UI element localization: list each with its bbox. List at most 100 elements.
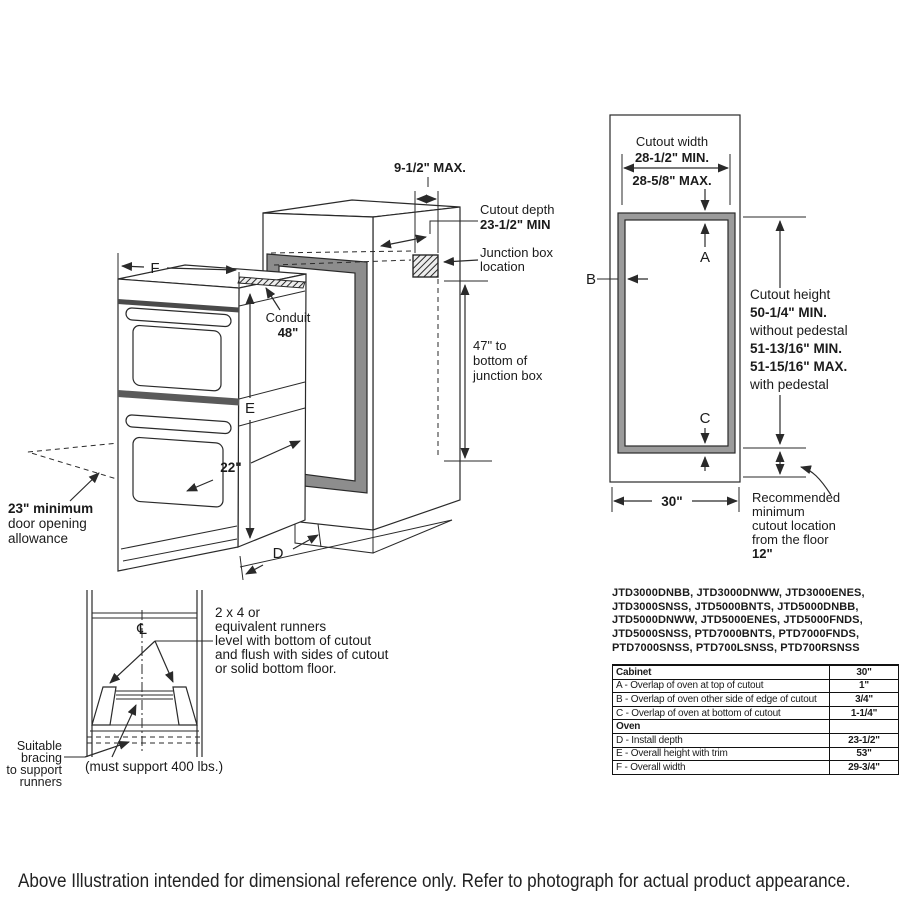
label-door-1: 23" minimum — [8, 501, 93, 516]
label-runner-2: equivalent runners — [215, 619, 326, 634]
label-floor-1: Recommended — [752, 490, 840, 505]
dim-cutout-width: Cutout width 28-1/2" MIN. 28-5/8" MAX. — [621, 134, 731, 205]
label-47-1: 47" to — [473, 338, 507, 353]
label-support-note: (must support 400 lbs.) — [85, 759, 223, 774]
label-width-max: 28-5/8" MAX. — [632, 173, 711, 188]
label-bracing-2: bracing — [21, 751, 62, 765]
upper-oven-window — [132, 324, 222, 392]
dim-floor-12: Recommended minimum cutout location from… — [743, 451, 840, 561]
label-runner-4: and flush with sides of cutout — [215, 647, 389, 662]
label-F: F — [150, 260, 159, 277]
label-cutout-width: Cutout width — [636, 134, 708, 149]
label-floor-4: from the floor — [752, 532, 829, 547]
label-width-min: 28-1/2" MIN. — [635, 150, 709, 165]
label-height-6: with pedestal — [749, 377, 829, 392]
label-30: 30" — [661, 494, 682, 509]
spec-value: 23-1/2" — [829, 732, 899, 748]
label-height-4: 51-13/16" MIN. — [750, 341, 842, 356]
cutout-opening — [624, 219, 729, 447]
spec-label: Cabinet — [612, 664, 830, 680]
label-cutout-depth-2: 23-1/2" MIN — [480, 217, 550, 232]
label-door-2: door opening — [8, 516, 87, 531]
upper-oven-handle — [125, 307, 232, 328]
label-height-5: 51-15/16" MAX. — [750, 359, 847, 374]
runner-support-detail: ℄ 2 x 4 or equivalent runners level with… — [6, 590, 389, 789]
left-runner — [91, 686, 117, 726]
dim-30: 30" — [611, 487, 740, 512]
label-floor-3: cutout location — [752, 518, 836, 533]
reference-caption: Above Illustration intended for dimensio… — [18, 871, 851, 892]
label-C: C — [700, 410, 711, 427]
dim-cutout-height: Cutout height 50-1/4" MIN. without pedes… — [743, 216, 848, 449]
label-47-2: bottom of — [473, 353, 528, 368]
callout-junction-box: Junction box location — [443, 245, 553, 274]
table-row: Oven — [612, 719, 899, 734]
callout-cutout-depth: Cutout depth 23-1/2" MIN — [380, 202, 554, 249]
cabinet-bottom-section: ℄ — [86, 590, 203, 757]
label-9-half-max: 9-1/2" MAX. — [394, 160, 466, 175]
dim-A: A — [700, 189, 710, 266]
spec-value: 53" — [829, 746, 899, 762]
label-conduit-2: 48" — [278, 325, 299, 340]
label-bracing-4: runners — [20, 775, 62, 789]
spec-label: E - Overall height with trim — [612, 746, 830, 762]
installation-diagram: F E D 22" 9-1/2" MAX. Cutou — [6, 114, 848, 789]
model-line: JTD5000DNWW, JTD5000ENES, JTD5000FNDS, — [612, 614, 863, 627]
dim-F: F — [117, 253, 240, 299]
spec-value — [829, 719, 899, 734]
lower-oven-window — [132, 436, 224, 508]
model-number-list: JTD3000DNBB, JTD3000DNWW, JTD3000ENES, J… — [612, 587, 865, 656]
label-junction-2: location — [480, 259, 525, 274]
junction-box — [412, 254, 439, 278]
isometric-installation-view: F E D 22" 9-1/2" MAX. Cutou — [8, 160, 554, 581]
dim-9-half-max: 9-1/2" MAX. — [394, 160, 466, 253]
label-22: 22" — [220, 460, 241, 475]
spec-label: B - Overlap of oven other side of edge o… — [612, 692, 830, 707]
dim-C: C — [700, 410, 711, 471]
cutout-front-view: Cutout width 28-1/2" MIN. 28-5/8" MAX. A… — [586, 114, 848, 561]
label-conduit-1: Conduit — [266, 310, 311, 325]
bracing-dashes — [87, 736, 202, 744]
label-bracing-1: Suitable — [17, 739, 62, 753]
label-floor-5: 12" — [752, 546, 773, 561]
double-wall-oven — [117, 264, 307, 572]
label-E: E — [245, 400, 255, 417]
label-floor-2: minimum — [752, 504, 805, 519]
callout-conduit: Conduit 48" — [265, 287, 311, 340]
oven-front-details — [118, 299, 239, 508]
model-line: JTD3000SNSS, JTD5000BNTS, JTD5000DNBB, — [612, 600, 859, 613]
label-47-3: junction box — [472, 368, 543, 383]
callout-door-opening: 23" minimum door opening allowance — [8, 472, 100, 546]
label-B: B — [586, 271, 596, 288]
label-door-3: allowance — [8, 531, 68, 546]
model-line: JTD5000SNSS, PTD7000BNTS, PTD7000FNDS, — [612, 628, 860, 641]
dim-47: 47" to bottom of junction box — [444, 280, 543, 462]
callout-bracing: Suitable bracing to support runners (mus… — [6, 704, 223, 789]
label-junction-1: Junction box — [480, 245, 553, 260]
label-height-2: 50-1/4" MIN. — [750, 305, 827, 320]
oven-base-kick — [120, 525, 238, 562]
model-line: JTD3000DNBB, JTD3000DNWW, JTD3000ENES, — [612, 587, 865, 599]
spec-label: F - Overall width — [612, 760, 830, 775]
spec-label: A - Overlap of oven at top of cutout — [612, 678, 830, 694]
spec-label: Oven — [612, 719, 830, 734]
label-bracing-3: to support — [6, 763, 62, 777]
callout-runners: 2 x 4 or equivalent runners level with b… — [109, 605, 389, 684]
dim-22: 22" — [186, 440, 301, 492]
spec-value: 29-3/4" — [829, 760, 899, 775]
centerline-symbol: ℄ — [136, 620, 147, 638]
dim-B: B — [586, 271, 648, 288]
label-A: A — [700, 249, 710, 266]
label-D: D — [273, 545, 284, 562]
label-runner-5: or solid bottom floor. — [215, 661, 337, 676]
spec-value: 1" — [829, 678, 899, 694]
dim-D: D — [239, 523, 322, 581]
